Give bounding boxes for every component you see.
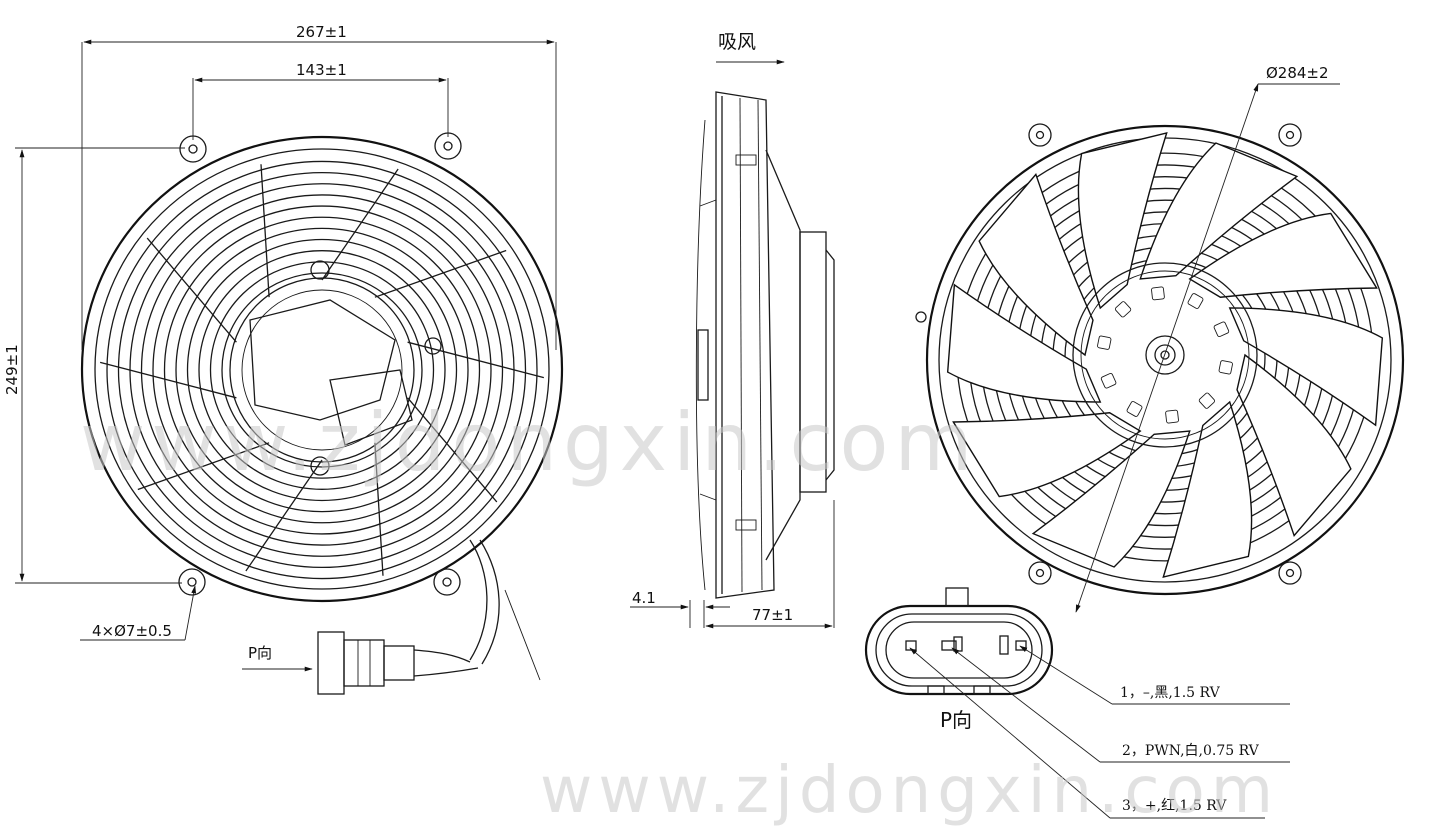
guard-ring <box>163 216 481 524</box>
front-view: P向 267±1 143±1 249±1 4×Ø7±0.5 <box>3 23 564 695</box>
wire-pin-2: 2，PWN,白,0.75 RV <box>1122 743 1260 759</box>
dim-overall-height: 249±1 <box>3 344 21 395</box>
dim-hole-spacing: 143±1 <box>296 61 347 79</box>
guard-ring <box>106 160 538 580</box>
guard-rings <box>106 160 538 580</box>
guard-ring <box>140 194 504 546</box>
hub-tab <box>1187 293 1204 309</box>
guard-ring <box>117 171 527 569</box>
guard-spoke <box>407 341 545 379</box>
dim-mount-holes: 4×Ø7±0.5 <box>92 622 172 640</box>
guard-ring <box>152 205 492 535</box>
dim-blade-diameter: Ø284±2 <box>1266 64 1329 82</box>
wire-pin-3: 3，+,红,1.5 RV <box>1122 798 1227 814</box>
rear-view: Ø284±2 <box>915 64 1405 613</box>
p-view-label-connector: P向 <box>940 708 972 732</box>
dim-flange: 4.1 <box>632 589 656 607</box>
airflow-label: 吸风 <box>718 31 756 53</box>
guard-spoke <box>374 249 507 298</box>
guard-spoke <box>99 361 237 399</box>
guard-spoke <box>137 442 270 491</box>
dim-depth: 77±1 <box>752 606 793 624</box>
p-view-label-left: P向 <box>248 644 272 662</box>
hub-tab <box>1126 401 1143 417</box>
fan-blade <box>1228 307 1384 427</box>
hub-tab <box>1218 360 1233 375</box>
guard-spoke <box>321 168 399 281</box>
guard-spoke <box>374 442 384 576</box>
hub-tab <box>1198 392 1216 409</box>
connector-p-view: 1，–,黑,1.5 RV 2，PWN,白,0.75 RV 3，+,红,1.5 R… <box>864 587 1290 819</box>
guard-spoke <box>146 237 237 343</box>
guard-spoke <box>407 397 498 503</box>
hub-tab <box>1114 301 1132 318</box>
hub-tab <box>1165 409 1179 424</box>
guard-ring <box>186 238 458 502</box>
hub-tab <box>1213 321 1230 337</box>
guard-spoke <box>260 164 270 298</box>
guard-ring <box>175 227 469 513</box>
watermark-main: www.zjdongxin.com <box>80 396 978 489</box>
guard-ring <box>198 250 446 490</box>
wire-pin-1: 1，–,黑,1.5 RV <box>1120 685 1221 701</box>
hub-tab <box>1100 373 1117 389</box>
guard-ring <box>221 272 423 468</box>
fan-blade <box>1077 132 1168 310</box>
hub-tab <box>1097 335 1112 350</box>
dim-overall-width: 267±1 <box>296 23 347 41</box>
watermark-bottom: www.zjdongxin.com <box>540 754 1279 828</box>
side-view: 吸风 4.1 77±1 <box>630 31 835 629</box>
hub-tab <box>1151 286 1165 301</box>
guard-spoke <box>245 459 323 572</box>
guard-spokes <box>99 164 545 576</box>
fan-blade <box>946 283 1102 403</box>
